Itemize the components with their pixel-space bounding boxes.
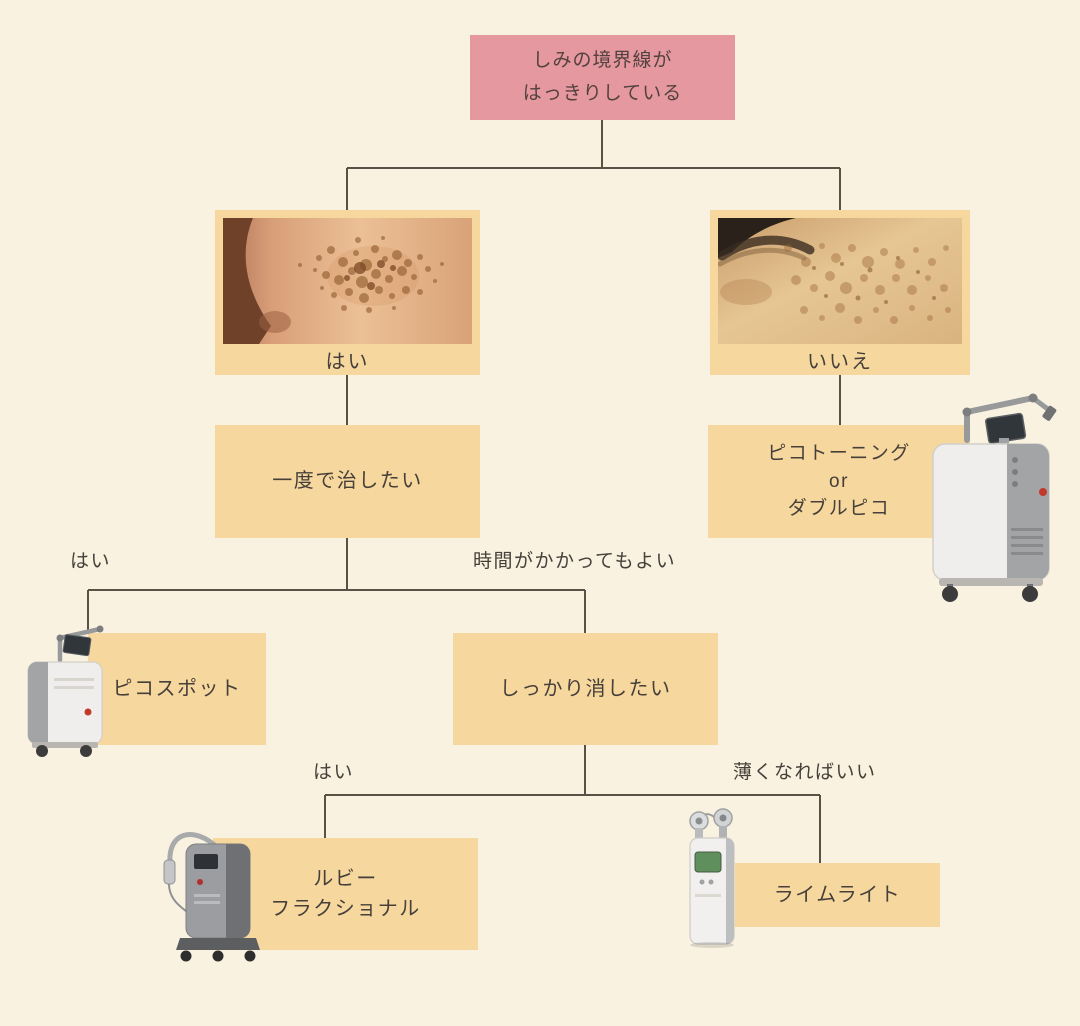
- photo-node-yes-label: はい: [325, 351, 370, 373]
- limelight-label: ライムライト: [773, 883, 902, 906]
- erase-completely-label: しっかり消したい: [499, 677, 672, 700]
- diffuse-spots-photo: [718, 218, 962, 344]
- decision-node-erase-completely: しっかり消したい: [453, 633, 718, 745]
- photo-node-no: いいえ: [710, 210, 970, 375]
- treatment-node-pico-toning: ピコトーニング or ダブルピコ: [708, 425, 970, 538]
- edge-label-yes-2: はい: [313, 762, 355, 783]
- pico-toning-line3: ダブルピコ: [787, 498, 891, 520]
- pico-spot-label: ピコスポット: [112, 677, 242, 700]
- decision-node-fix-once-label: 一度で治したい: [272, 470, 423, 492]
- edge-label-takes-time: 時間がかかってもよい: [473, 551, 677, 572]
- photo-node-no-label: いいえ: [807, 351, 873, 373]
- ruby-fractional-line2: フラクショナル: [270, 898, 421, 920]
- treatment-node-limelight: ライムライト: [735, 863, 940, 927]
- pico-laser-machine-icon: [932, 393, 1057, 602]
- pico-laser-machine-small-icon: [27, 625, 104, 757]
- limelight-ipl-machine-icon: [689, 808, 735, 948]
- edge-label-lighter-ok: 薄くなればいい: [733, 762, 877, 783]
- decision-node-fix-once: 一度で治したい: [215, 425, 480, 538]
- root-question-line2: はっきりしている: [522, 82, 683, 104]
- ruby-fractional-laser-machine-icon: [163, 832, 260, 962]
- clear-bordered-spots-photo: [223, 218, 472, 344]
- pico-toning-line2: or: [829, 470, 849, 492]
- pico-toning-line1: ピコトーニング: [767, 443, 911, 465]
- treatment-node-pico-spot: ピコスポット: [88, 633, 266, 745]
- edge-label-yes-1: はい: [70, 551, 112, 572]
- treatment-node-ruby-fractional: ルビー フラクショナル: [213, 838, 478, 950]
- photo-node-yes: はい: [215, 210, 480, 375]
- root-question-line1: しみの境界線が: [532, 50, 673, 72]
- root-question-node: しみの境界線が はっきりしている: [470, 35, 735, 120]
- ruby-fractional-line1: ルビー: [313, 868, 378, 890]
